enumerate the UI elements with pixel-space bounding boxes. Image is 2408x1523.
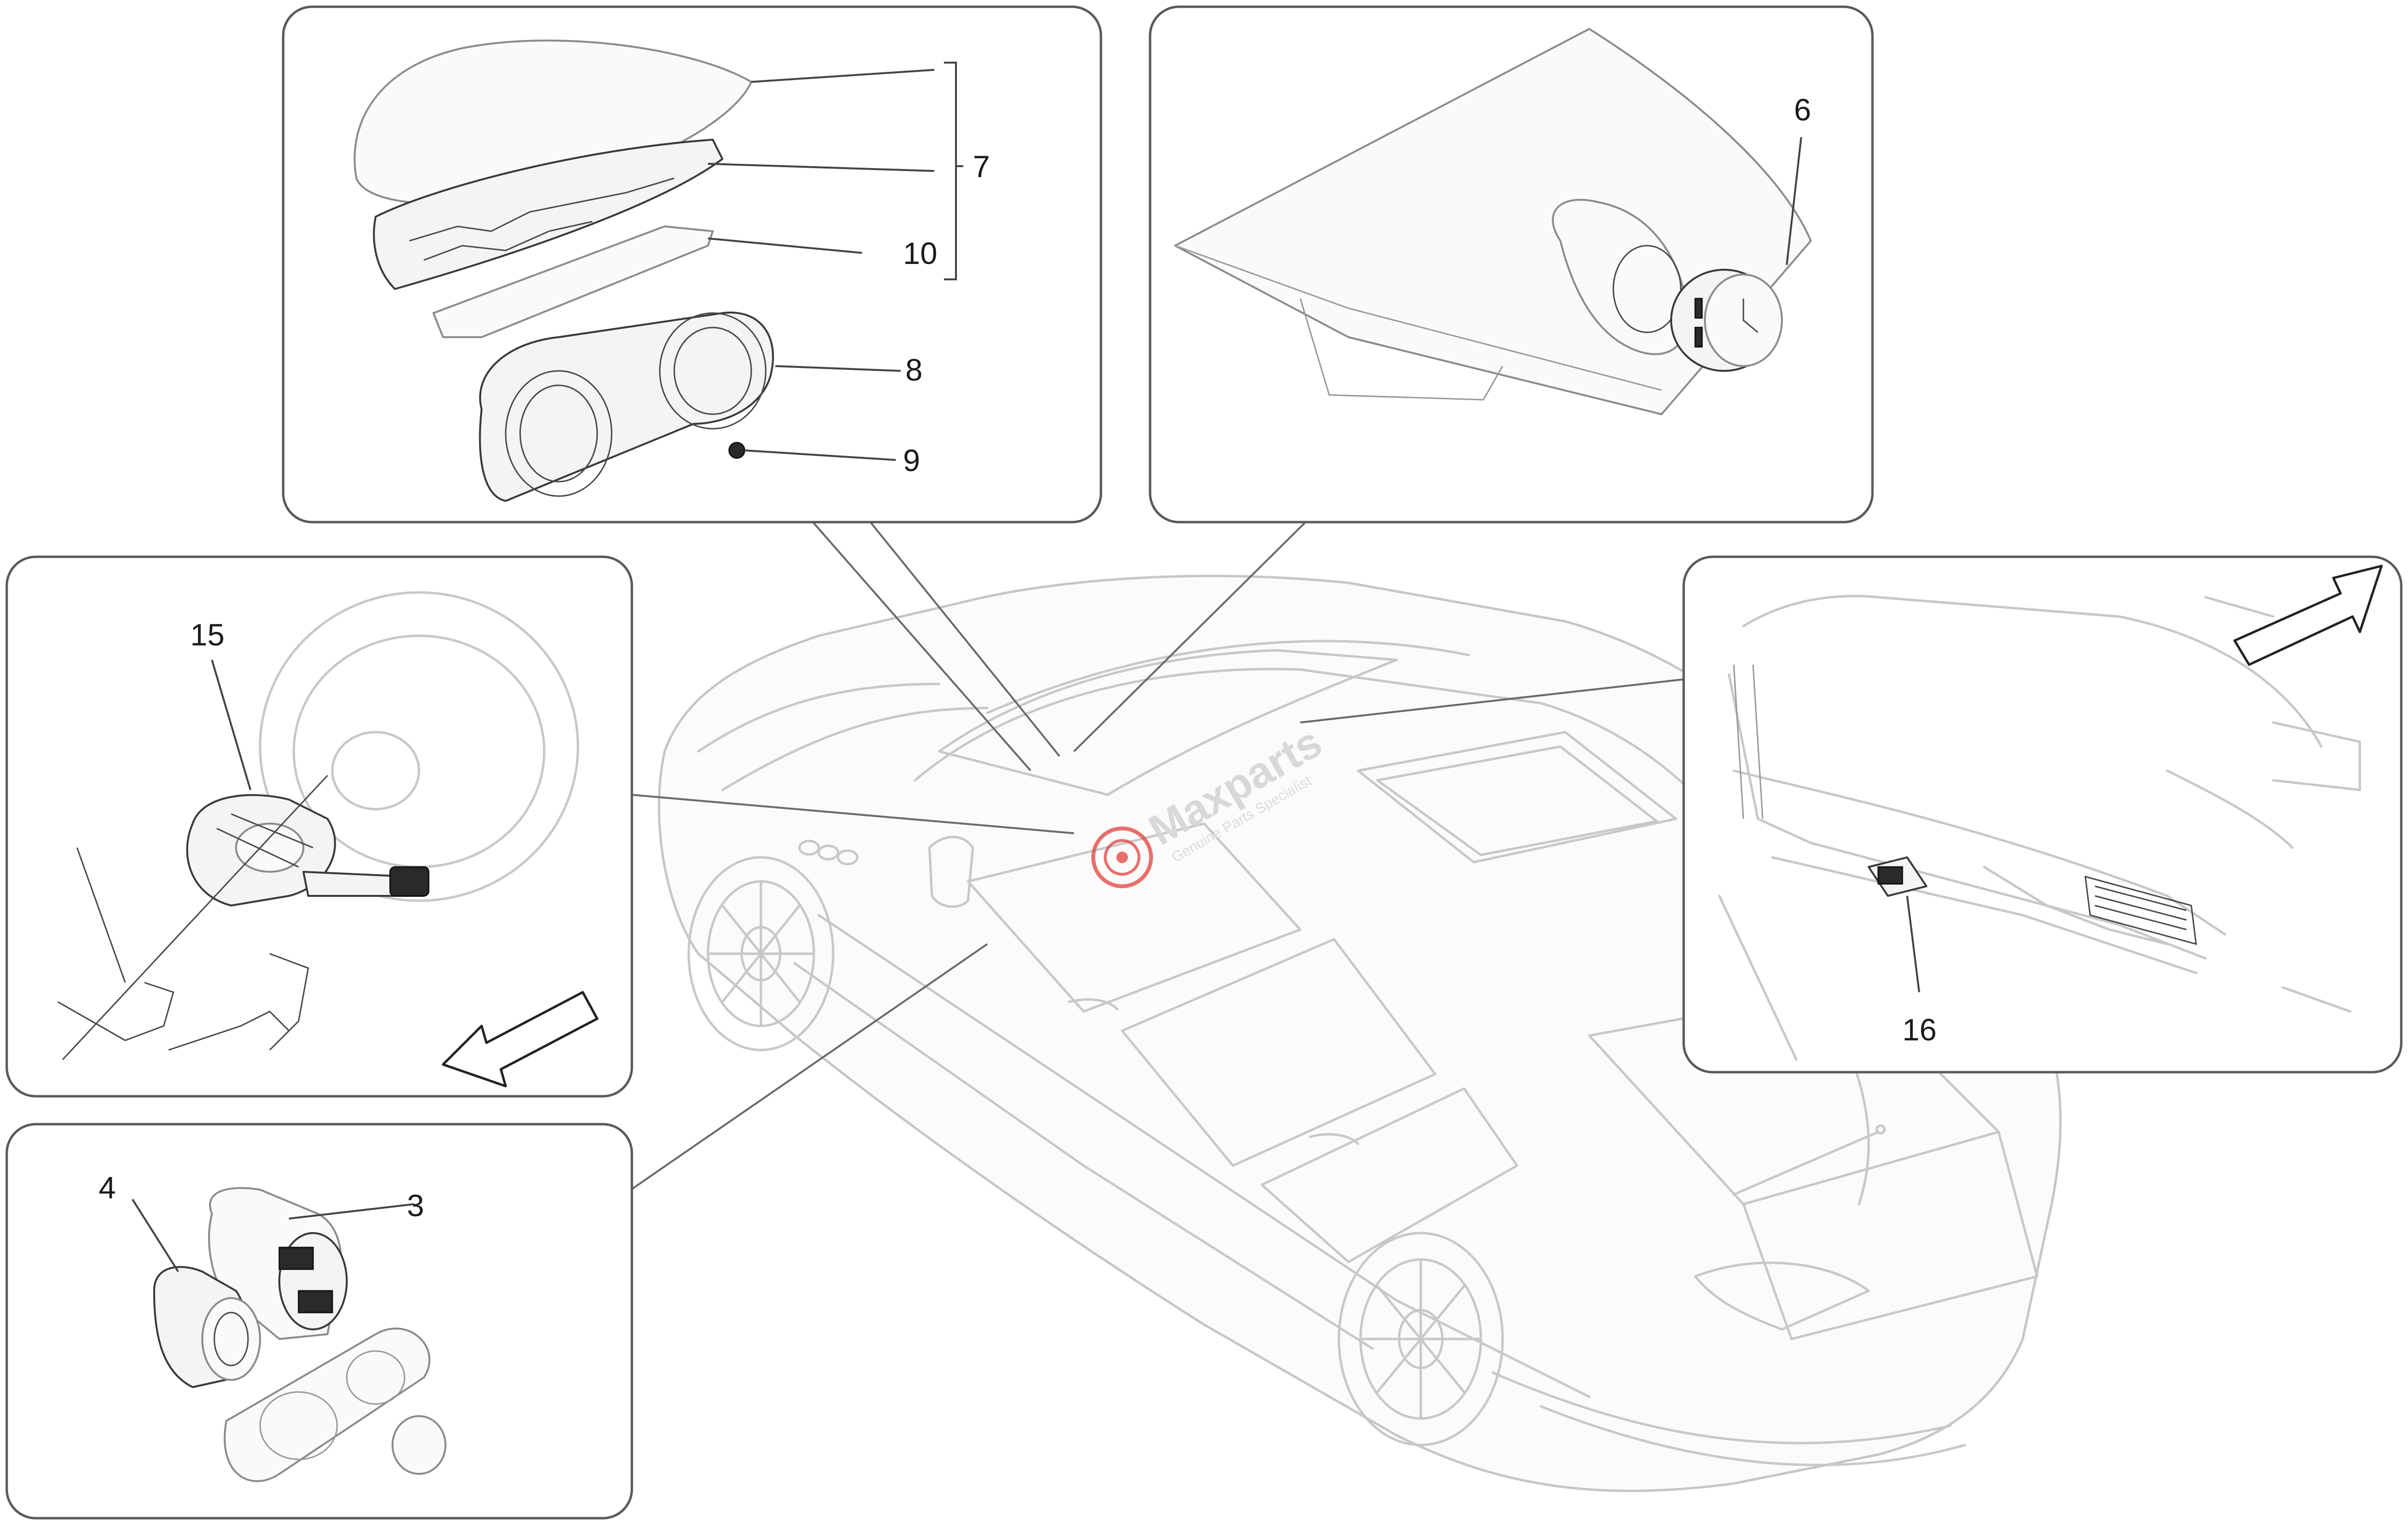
callout-15: 15 [190, 617, 224, 652]
callout-16: 16 [1902, 1012, 1937, 1047]
callout-10: 10 [903, 236, 937, 271]
instrument-cluster-part [479, 311, 774, 502]
panel-instrument-cluster: 7 10 8 9 [282, 5, 1102, 524]
rotary-switch-part-4 [153, 1266, 261, 1388]
cluster-gasket-part [432, 225, 714, 338]
steering-column-switch-part [186, 794, 430, 906]
panel-steering-column-switch: 15 [5, 555, 633, 1098]
direction-arrow-icon [2233, 565, 2383, 666]
callout-8: 8 [905, 353, 923, 387]
cluster-bezel-part [373, 139, 723, 290]
glovebox-switch-part [1868, 856, 1927, 897]
callout-4: 4 [99, 1170, 116, 1205]
pointer-lines [630, 517, 1686, 1191]
panel-glovebox-switch: 16 [1682, 555, 2403, 1074]
panel-dashboard-switches: 4 3 [5, 1123, 633, 1520]
panel-dashboard-clock: 6 [1149, 5, 1874, 524]
direction-arrow-icon [442, 991, 599, 1088]
callout-9: 9 [903, 443, 920, 478]
screw-part [728, 442, 746, 459]
callout-6: 6 [1794, 92, 1811, 127]
callout-3: 3 [407, 1188, 424, 1223]
callout-7: 7 [973, 149, 990, 184]
analog-clock-part [1670, 269, 1783, 372]
